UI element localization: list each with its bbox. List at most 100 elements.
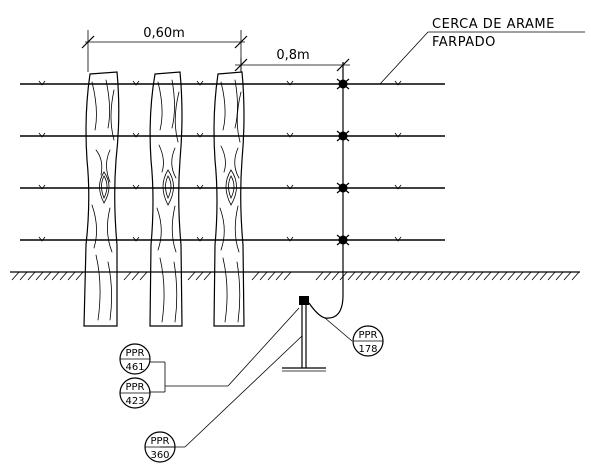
ground-hatch [371,271,380,281]
dimension-label: 0,60m [143,26,185,41]
ground-hatch [483,271,492,281]
ground-hatch [555,271,564,281]
ground-hatch [427,271,436,281]
svg-text:461: 461 [125,362,144,373]
wire-knot-tie [336,234,350,246]
svg-text:PPR: PPR [150,436,169,447]
ground-hatch [491,271,500,281]
barb [132,236,140,242]
dimension-post-spacing: 0,60m [81,26,248,72]
tag-ppr-360: PPR 360 [144,431,176,463]
ground-hatch [75,271,84,281]
ground-hatch [403,271,412,281]
ground-hatch [531,271,540,281]
ground-hatch [395,271,404,281]
dimension-label: 0,8m [276,48,309,63]
ground-hatch [139,271,148,281]
ground-hatch [195,271,204,281]
barb [286,132,294,138]
barb [196,236,204,242]
barb [132,80,140,86]
ground-hatch [19,271,28,281]
wooden-post [149,71,183,327]
ground-hatch [131,271,140,281]
barb [196,184,204,190]
ground-hatch [203,271,212,281]
wire-knot-tie [336,182,350,194]
ground-hatch [451,271,460,281]
wooden-post [83,71,120,327]
ground-hatch [11,271,20,281]
ground-hatch [331,271,340,281]
ground-hatch [27,271,36,281]
ground-hatch [363,271,372,281]
ground-hatch [315,271,324,281]
svg-text:178: 178 [358,344,377,355]
ground-hatch [435,271,444,281]
ground-hatch [411,271,420,281]
ground-hatch [515,271,524,281]
ground-hatch [419,271,428,281]
wooden-post [213,71,245,327]
wire-knot-tie [336,78,350,90]
tag-ppr-178: PPR 178 [352,325,384,357]
ground-hatch [563,271,572,281]
ground-hatch [347,271,356,281]
ground-hatch [475,271,484,281]
barb [394,132,402,138]
svg-text:423: 423 [125,396,144,407]
ground-hatch [123,271,132,281]
barb [38,80,46,86]
barb [38,236,46,242]
ground-hatch [67,271,76,281]
ground-hatch [43,271,52,281]
barb [196,132,204,138]
ground-hatch [467,271,476,281]
label-line-2: FARPADO [432,35,496,50]
svg-text:PPR: PPR [358,330,377,341]
ground-hatch [539,271,548,281]
barbed-wires [20,80,445,242]
ground-hatch [59,271,68,281]
svg-text:360: 360 [150,450,169,461]
barb [394,184,402,190]
ground-hatch [267,271,276,281]
ground-hatch [443,271,452,281]
barb [286,184,294,190]
wire-knot-tie [336,130,350,142]
barb [132,184,140,190]
ground-hatch [459,271,468,281]
ground-hatch [35,271,44,281]
ground-hatch [507,271,516,281]
barb [394,236,402,242]
ground-hatch [259,271,268,281]
dimension-wire-spacing: 0,8m [234,48,350,72]
ground-hatch [387,271,396,281]
barb [38,132,46,138]
barb [286,80,294,86]
ground-hatch [275,271,284,281]
ground-hatch [355,271,364,281]
ground [10,271,580,281]
barb [38,184,46,190]
ground-hatch [251,271,260,281]
barb [132,132,140,138]
grounding-rod [282,296,326,372]
svg-text:PPR: PPR [125,348,144,359]
ground-hatch [547,271,556,281]
ground-hatch [379,271,388,281]
ground-hatch [187,271,196,281]
barb [394,80,402,86]
fence-label: CERCA DE ARAME FARPADO [379,17,585,85]
tag-ppr-423: PPR 423 [119,377,151,409]
barb [196,80,204,86]
svg-text:PPR: PPR [125,382,144,393]
ground-hatch [499,271,508,281]
tag-leaders [150,307,353,448]
ground-hatch [523,271,532,281]
label-line-1: CERCA DE ARAME [432,17,555,32]
ground-hatch [51,271,60,281]
tag-ppr-461: PPR 461 [119,343,151,375]
ground-hatch [571,271,580,281]
